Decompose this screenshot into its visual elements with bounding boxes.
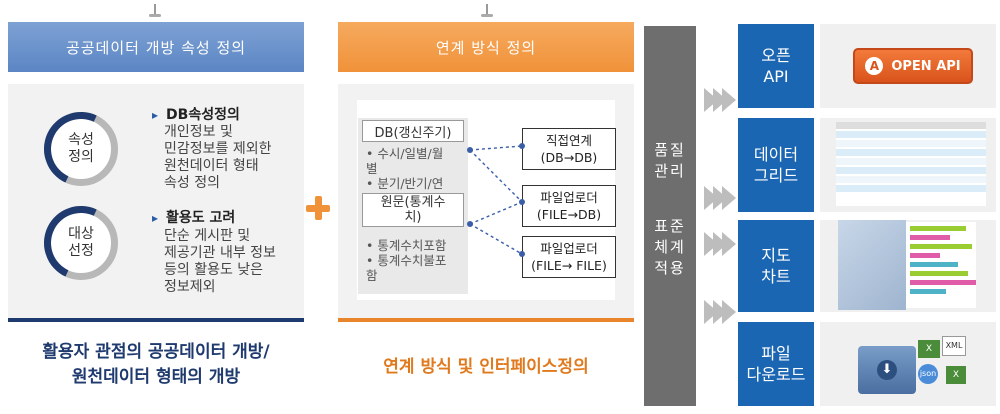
excel-file-icon: X	[918, 340, 940, 358]
map-thumbnail	[838, 220, 906, 310]
db-label-update-cycle: DB(갱신주기)	[362, 120, 464, 142]
xml-file-icon: XML	[942, 336, 966, 356]
grid-preview-table	[836, 122, 986, 206]
flow-file-to-db: 파일업로더 (FILE→DB)	[522, 185, 616, 227]
open-api-badge: A OPEN API	[853, 48, 973, 84]
quality-management-label: 품질 관리	[654, 141, 686, 180]
middle-footer-text: 연계 방식 및 인터페이스정의	[383, 357, 589, 377]
db-items-update-cycle: • 수시/일별/월 별 • 분기/반기/연	[366, 146, 444, 191]
ring-target-selection: 대상 선정	[44, 206, 118, 280]
bullet-db-attribute-title: DB속성정의	[152, 104, 240, 124]
quality-standard-bar	[644, 26, 696, 406]
tile-data-grid: 데이터 그리드	[738, 118, 814, 212]
bar-chart-thumbnail	[906, 222, 976, 308]
hanger-pin-middle	[481, 4, 493, 17]
bullet-db-attribute-text: 개인정보 및 민감정보를 제외한 원천데이터 형태 속성 정의	[164, 124, 272, 191]
open-api-logo-icon: A	[865, 57, 884, 75]
folder-download-icon: ⬇	[858, 346, 916, 394]
tile-file-download: 파일 다운로드	[738, 322, 814, 406]
left-footer-text: 활용자 관점의 공공데이터 개방/ 원천데이터 형태의 개방	[42, 342, 270, 387]
db-items-original-text: • 통계수치포함 • 통계수치불포 함	[366, 238, 447, 283]
tile-map-chart: 지도 차트	[738, 220, 814, 312]
open-api-badge-label: OPEN API	[891, 58, 961, 74]
connector-lines	[467, 143, 525, 257]
db-label-original-text: 원문(통계수 치)	[362, 193, 464, 227]
middle-panel-header: 연계 방식 정의	[338, 22, 634, 72]
left-panel-header: 공공데이터 개방 속성 정의	[8, 22, 304, 72]
tile-open-api: 오픈 API	[738, 24, 814, 108]
json-file-icon: json	[918, 364, 938, 384]
bullet-usage-text: 단순 게시판 및 제공기관 내부 정보 등의 활용도 낮은 정보제외	[164, 228, 276, 295]
standard-system-label: 표준 체계 적용	[654, 217, 686, 277]
ring-attribute-definition: 속성 정의	[44, 112, 118, 186]
left-footer-rule	[8, 318, 304, 322]
plus-icon	[306, 196, 330, 220]
excel-file-icon-2: X	[946, 366, 966, 384]
hanger-pin-left	[149, 4, 161, 17]
middle-footer-rule	[338, 318, 634, 322]
flow-file-to-file: 파일업로더 (FILE→ FILE)	[522, 236, 616, 278]
flow-direct-link: 직접연계 (DB→DB)	[522, 128, 616, 170]
bullet-usage-title: 활용도 고려	[152, 207, 235, 227]
